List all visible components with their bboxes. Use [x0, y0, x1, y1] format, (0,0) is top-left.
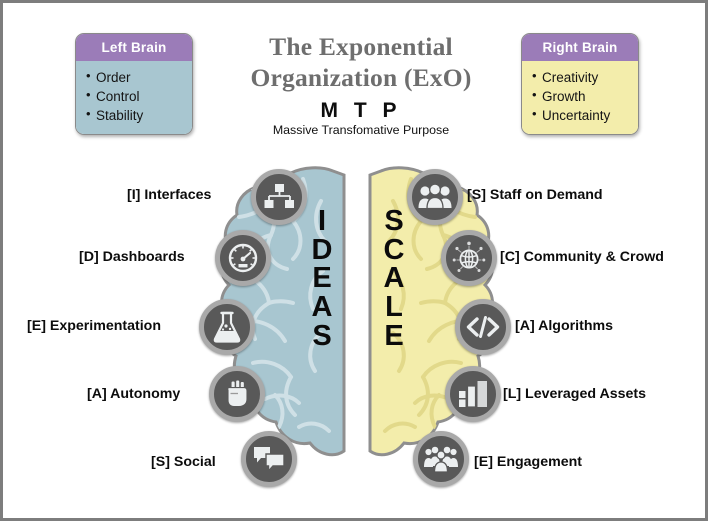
scale-letter: A [383, 262, 405, 295]
flask-icon [213, 311, 241, 343]
node-social[interactable] [241, 431, 297, 487]
label-experimentation: [E] Experimentation [27, 318, 162, 334]
right-brain-header: Right Brain [522, 34, 638, 61]
list-item: Control [86, 86, 186, 106]
ideas-letter: E [312, 262, 332, 295]
org-chart-icon [264, 183, 294, 211]
scale-letter: E [384, 319, 404, 352]
scale-letter: C [383, 233, 405, 266]
label-community-crowd: [C] Community & Crowd [500, 249, 664, 265]
right-brain-list: Creativity Growth Uncertainty [532, 67, 632, 125]
label-autonomy: [A] Autonomy [87, 386, 181, 402]
scale-letter: L [385, 291, 403, 324]
label-dashboards: [D] Dashboards [79, 249, 185, 265]
chat-bubbles-icon [253, 445, 285, 473]
mtp-expansion: Massive Transfomative Purpose [272, 123, 450, 138]
ideas-letter: I [317, 205, 327, 237]
list-item: Order [86, 67, 186, 87]
title-line-1: The Exponential [269, 32, 453, 61]
scale-letter: S [384, 205, 404, 237]
node-engagement[interactable] [413, 431, 469, 487]
node-interfaces[interactable] [251, 169, 307, 225]
right-brain-body: Creativity Growth Uncertainty [522, 61, 638, 135]
right-brain-box: Right Brain Creativity Growth Uncertaint… [521, 33, 639, 136]
node-community-crowd[interactable] [441, 230, 497, 286]
node-experimentation[interactable] [199, 299, 255, 355]
left-brain-body: Order Control Stability [76, 61, 192, 135]
node-staff-on-demand[interactable] [407, 169, 463, 225]
ideas-acronym-column: I D E A S [305, 207, 339, 351]
audience-icon [424, 445, 458, 473]
ideas-letter: D [311, 233, 333, 266]
node-autonomy[interactable] [209, 366, 265, 422]
list-item: Uncertainty [532, 105, 632, 125]
left-brain-list: Order Control Stability [86, 67, 186, 125]
page-title: The Exponential Organization (ExO) M T P… [215, 31, 507, 138]
bar-chart-icon [458, 380, 488, 408]
node-algorithms[interactable] [455, 299, 511, 355]
title-line-2: Organization (ExO) [250, 63, 472, 93]
label-interfaces: [I] Interfaces [127, 187, 212, 203]
list-item: Stability [86, 105, 186, 125]
people-group-icon [418, 184, 452, 210]
label-engagement: [E] Engagement [474, 454, 582, 470]
fist-icon [224, 379, 250, 409]
globe-network-icon [452, 241, 486, 275]
node-connectors [228, 191, 486, 460]
node-leveraged-assets[interactable] [445, 366, 501, 422]
scale-acronym-column: S C A L E [377, 207, 411, 351]
ideas-letter: A [311, 291, 333, 324]
gauge-icon [227, 242, 259, 274]
label-staff-on-demand: [S] Staff on Demand [467, 187, 603, 203]
left-brain-box: Left Brain Order Control Stability [75, 33, 193, 136]
mtp-acronym: M T P [320, 99, 402, 123]
ideas-letter: S [312, 319, 332, 352]
label-algorithms: [A] Algorithms [515, 318, 613, 334]
node-dashboards[interactable] [215, 230, 271, 286]
label-social: [S] Social [151, 454, 216, 470]
code-brackets-icon [466, 316, 500, 338]
left-brain-header: Left Brain [76, 34, 192, 61]
label-leveraged-assets: [L] Leveraged Assets [503, 386, 646, 402]
list-item: Creativity [532, 67, 632, 87]
list-item: Growth [532, 86, 632, 106]
